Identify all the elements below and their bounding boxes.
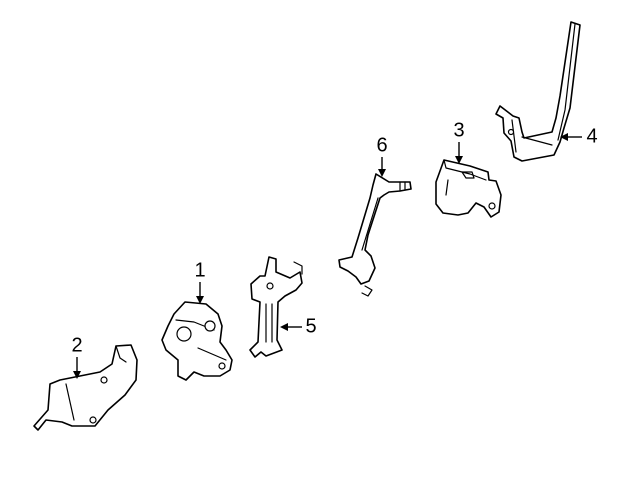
callout-6: 6 xyxy=(376,134,387,156)
part-4-bracket xyxy=(495,21,581,162)
part-6-link xyxy=(338,173,412,297)
leader-1 xyxy=(196,282,204,304)
leader-4 xyxy=(560,133,582,141)
callout-3: 3 xyxy=(453,119,464,141)
leader-3 xyxy=(455,142,463,164)
callout-2: 2 xyxy=(71,334,82,356)
callout-5: 5 xyxy=(305,315,316,337)
leader-6 xyxy=(378,157,386,177)
part-3-sensor xyxy=(435,159,502,218)
leader-2 xyxy=(73,357,81,379)
part-1-sensor xyxy=(161,301,233,381)
callout-4: 4 xyxy=(586,125,597,147)
part-2-bracket xyxy=(33,344,138,431)
part-5-link xyxy=(249,256,303,358)
leader-5 xyxy=(280,323,302,331)
callout-1: 1 xyxy=(194,259,205,281)
